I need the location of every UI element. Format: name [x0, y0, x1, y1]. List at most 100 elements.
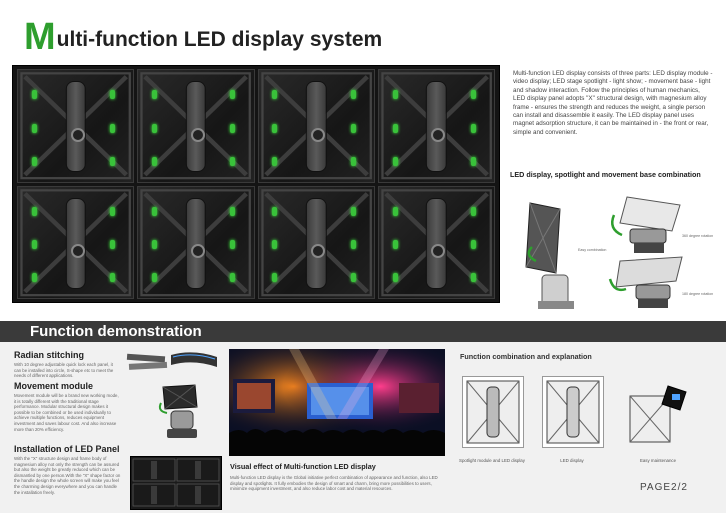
led-panel	[137, 69, 255, 183]
panel-handle	[305, 197, 327, 289]
led-indicator-icon	[392, 240, 398, 250]
led-indicator-icon	[272, 156, 278, 166]
led-indicator-icon	[272, 240, 278, 250]
function-caption-2: LED display	[560, 458, 584, 463]
install-text: With the "X" structure design and frame …	[14, 456, 121, 495]
panel-easy-combination	[525, 202, 574, 309]
led-indicator-icon	[272, 123, 278, 133]
panel-handle	[65, 197, 86, 289]
led-indicator-icon	[470, 90, 476, 100]
led-indicator-icon	[230, 90, 236, 100]
function-item-spotlight-led	[462, 376, 524, 448]
label-easy-combination: Easy combination	[578, 248, 606, 252]
led-indicator-icon	[110, 156, 116, 166]
title-initial: M	[24, 16, 56, 58]
install-title: Installation of LED Panel	[14, 444, 120, 454]
radian-text: With 10 degree adjustable quick lock eac…	[14, 362, 114, 379]
led-indicator-icon	[31, 123, 37, 133]
page-title: M ulti-function LED display system	[24, 16, 382, 56]
install-panels-image	[130, 456, 222, 510]
led-panel	[137, 185, 255, 299]
page-number: PAGE2/2	[640, 482, 688, 493]
led-indicator-icon	[350, 123, 356, 133]
led-indicator-icon	[110, 123, 116, 133]
led-indicator-icon	[272, 206, 278, 216]
product-description: Multi-function LED display consists of t…	[513, 70, 713, 136]
led-indicator-icon	[110, 206, 116, 216]
led-panel	[17, 185, 135, 299]
led-indicator-icon	[152, 90, 158, 100]
concert-photo	[229, 349, 445, 456]
section-band	[0, 321, 726, 342]
panel-knob	[311, 127, 326, 142]
led-indicator-icon	[152, 156, 158, 166]
led-indicator-icon	[350, 273, 356, 283]
led-indicator-icon	[470, 240, 476, 250]
label-180: 180 degree rotation	[682, 292, 713, 296]
led-indicator-icon	[31, 206, 37, 216]
led-indicator-icon	[272, 273, 278, 283]
led-indicator-icon	[350, 206, 356, 216]
panel-knob	[70, 127, 85, 142]
led-panel	[17, 69, 135, 183]
function-caption-1: Spotlight module and LED display	[459, 458, 525, 463]
section-title: Function demonstration	[30, 323, 202, 340]
label-360: 360 degree rotation	[682, 234, 713, 238]
led-indicator-icon	[392, 90, 398, 100]
led-wall-image	[12, 65, 500, 303]
function-combination-title: Function combination and explanation	[460, 352, 592, 361]
visual-effect-text: Multi-function LED display is the Global…	[230, 475, 438, 492]
visual-effect-title: Visual effect of Multi-function LED disp…	[230, 462, 376, 471]
led-panel	[257, 69, 375, 183]
function-item-maintenance	[628, 376, 688, 446]
spotlight-360	[611, 196, 681, 253]
led-indicator-icon	[350, 240, 356, 250]
panel-handle	[185, 197, 207, 289]
movement-module-illustration	[157, 383, 207, 441]
panel-handle	[426, 197, 447, 289]
led-indicator-icon	[470, 206, 476, 216]
led-panel	[377, 185, 495, 299]
panel-knob	[70, 244, 85, 259]
panel-knob	[431, 127, 446, 142]
function-caption-3: Easy maintenance	[639, 458, 677, 463]
spotlight-180	[608, 256, 683, 308]
led-indicator-icon	[31, 156, 37, 166]
title-text: ulti-function LED display system	[56, 28, 383, 51]
led-panel	[377, 69, 495, 183]
panel-handle	[65, 81, 86, 173]
led-indicator-icon	[392, 206, 398, 216]
led-indicator-icon	[230, 156, 236, 166]
panel-handle	[305, 81, 327, 173]
led-indicator-icon	[392, 273, 398, 283]
led-indicator-icon	[350, 90, 356, 100]
led-indicator-icon	[470, 123, 476, 133]
led-indicator-icon	[272, 90, 278, 100]
panel-handle	[426, 81, 447, 173]
combination-illustration: Easy combination 360 degree rotation 180…	[512, 195, 717, 315]
led-indicator-icon	[152, 123, 158, 133]
led-indicator-icon	[350, 156, 356, 166]
led-indicator-icon	[230, 206, 236, 216]
led-indicator-icon	[392, 123, 398, 133]
led-indicator-icon	[230, 123, 236, 133]
led-indicator-icon	[152, 206, 158, 216]
combination-title: LED display, spotlight and movement base…	[510, 170, 701, 179]
panel-handle	[185, 81, 207, 173]
led-indicator-icon	[470, 273, 476, 283]
radian-illustration	[125, 351, 220, 373]
led-indicator-icon	[470, 156, 476, 166]
led-indicator-icon	[110, 273, 116, 283]
movement-text: Movement module will be a brand new work…	[14, 393, 119, 432]
led-indicator-icon	[110, 90, 116, 100]
led-indicator-icon	[152, 240, 158, 250]
led-indicator-icon	[31, 240, 37, 250]
led-indicator-icon	[31, 90, 37, 100]
panel-knob	[190, 127, 205, 142]
panel-knob	[311, 244, 326, 259]
radian-title: Radian stitching	[14, 350, 85, 360]
movement-title: Movement module	[14, 381, 94, 391]
led-indicator-icon	[230, 240, 236, 250]
panel-knob	[190, 244, 205, 259]
led-indicator-icon	[392, 156, 398, 166]
